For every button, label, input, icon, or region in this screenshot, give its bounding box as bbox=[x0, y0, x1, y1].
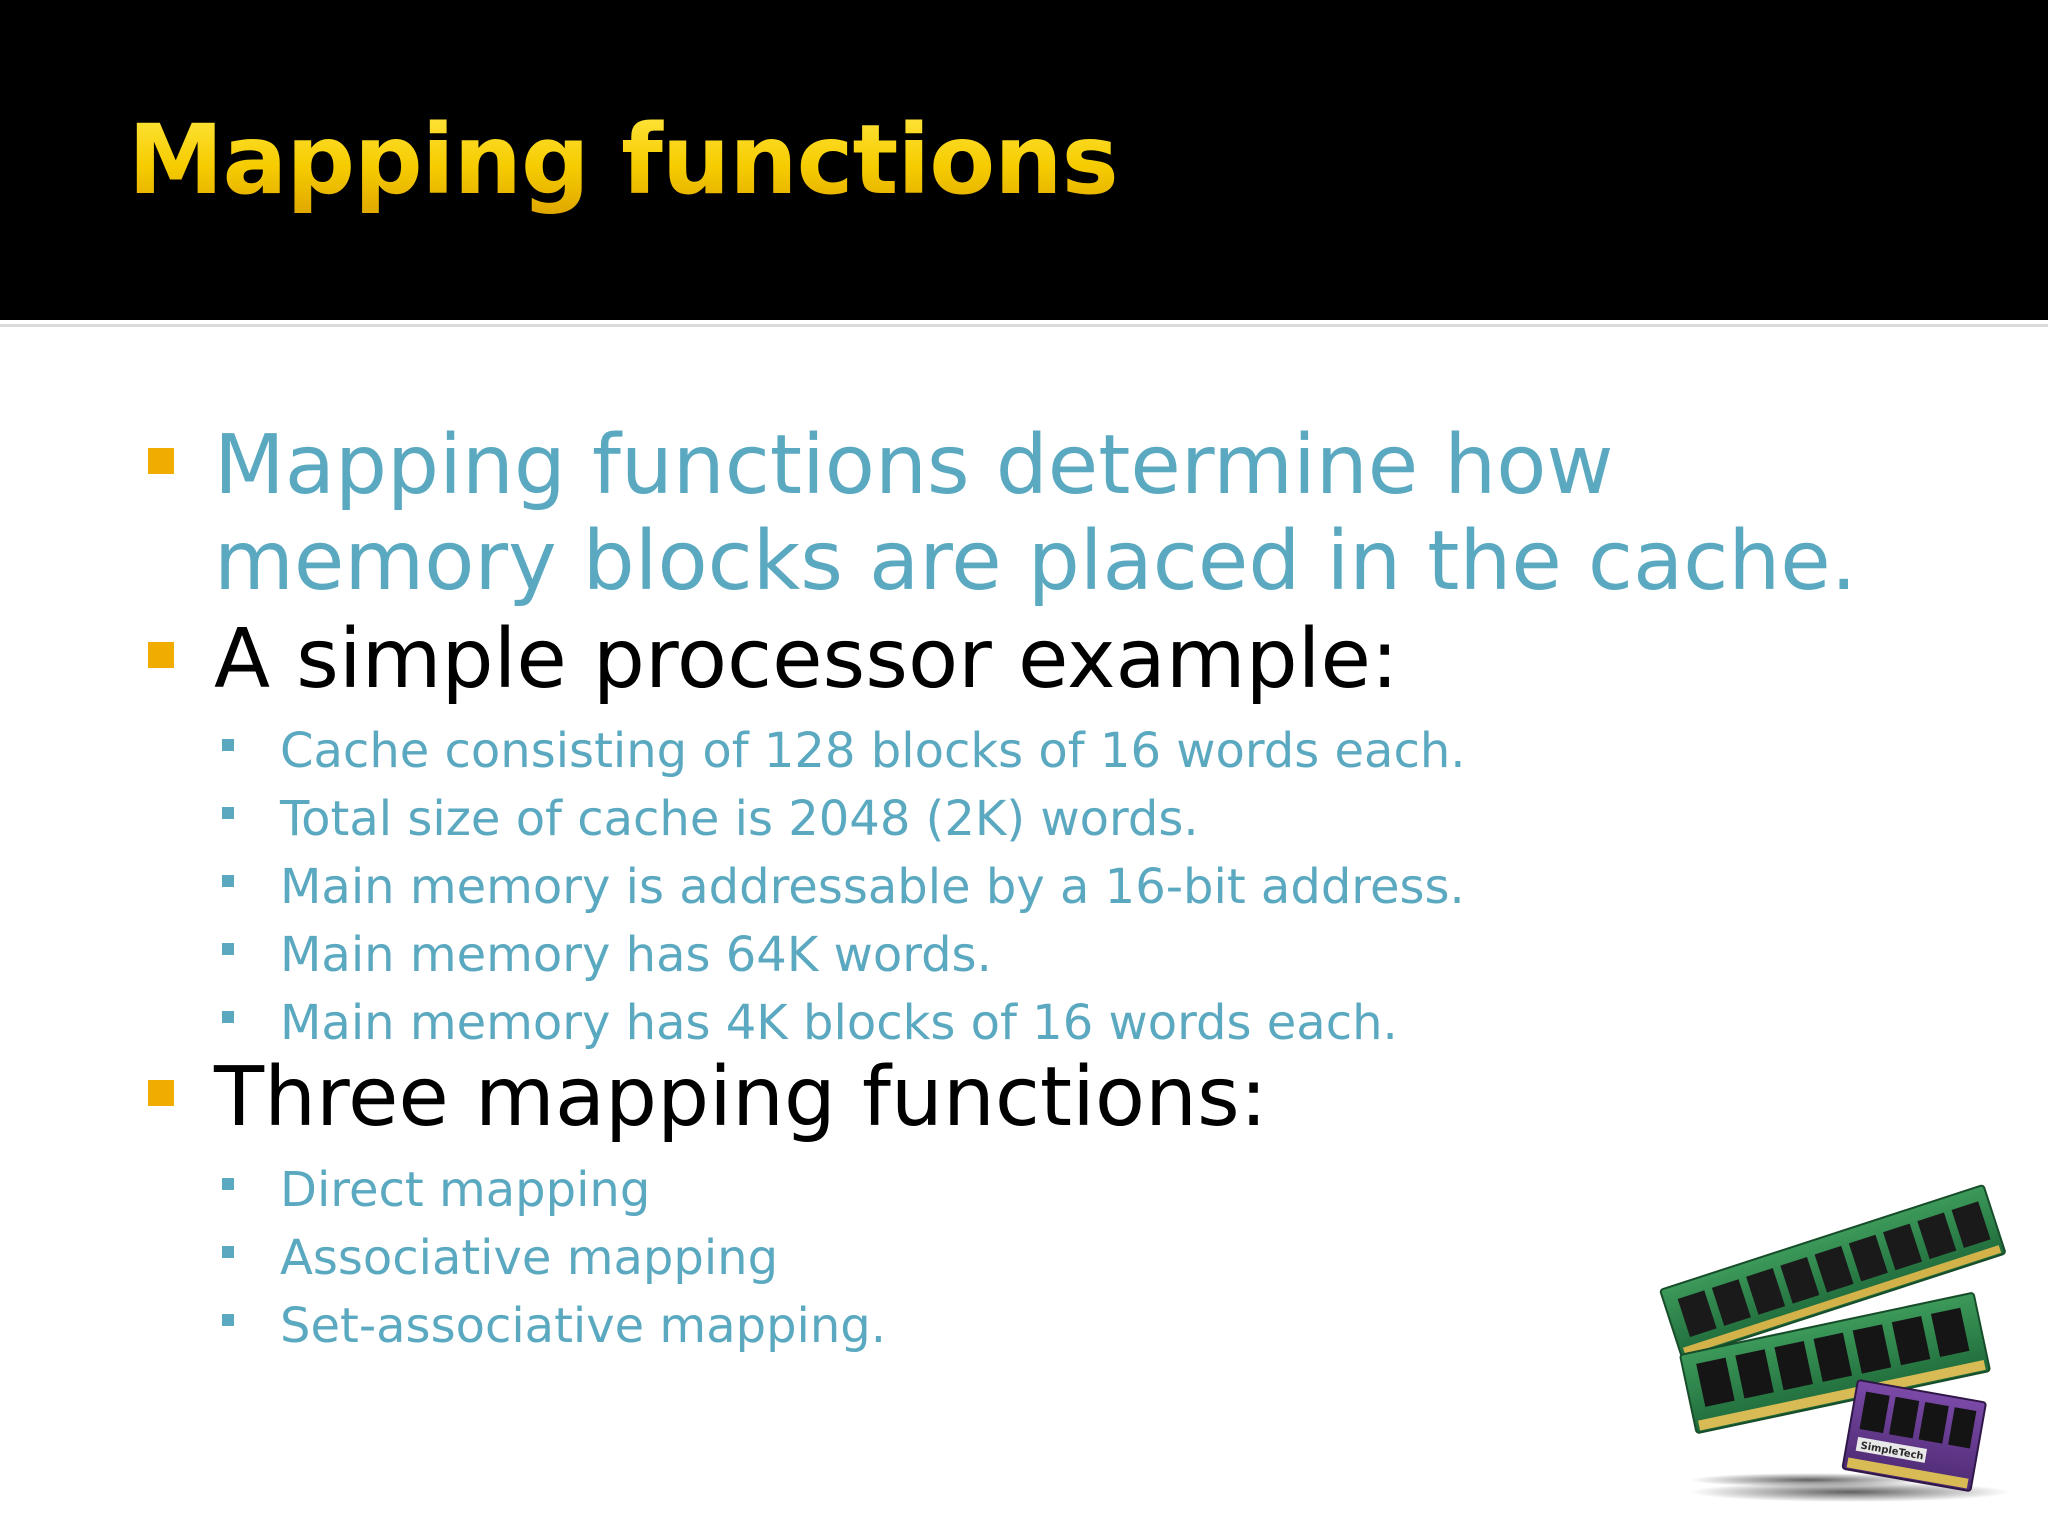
memory-modules-image: SimpleTech bbox=[1640, 1180, 2010, 1520]
bullet-2-line-1: A simple processor example: bbox=[214, 612, 1399, 707]
sub-bullet-marker bbox=[222, 1178, 234, 1190]
bullet-marker bbox=[148, 642, 174, 668]
sub-bullet-marker bbox=[222, 739, 234, 751]
sub-bullet-2-1: Cache consisting of 128 blocks of 16 wor… bbox=[280, 723, 1466, 779]
sub-bullet-2-4: Main memory has 64K words. bbox=[280, 927, 992, 983]
sub-bullet-2-5: Main memory has 4K blocks of 16 words ea… bbox=[280, 995, 1398, 1051]
sub-bullet-2-3: Main memory is addressable by a 16-bit a… bbox=[280, 859, 1465, 915]
bullet-marker bbox=[148, 448, 174, 474]
sub-bullet-marker bbox=[222, 1011, 234, 1023]
sub-bullet-marker bbox=[222, 1246, 234, 1258]
sub-bullet-marker bbox=[222, 875, 234, 887]
sub-bullet-2-2: Total size of cache is 2048 (2K) words. bbox=[280, 791, 1199, 847]
bullet-1-line-2: memory blocks are placed in the cache. bbox=[214, 514, 1857, 609]
title-bar: Mapping functions bbox=[0, 0, 2048, 320]
title-divider bbox=[0, 324, 2048, 327]
sub-bullet-marker bbox=[222, 943, 234, 955]
memory-modules-icon: SimpleTech bbox=[1659, 1184, 2010, 1502]
sub-bullet-3-3: Set-associative mapping. bbox=[280, 1298, 887, 1354]
sub-bullet-3-1: Direct mapping bbox=[280, 1162, 651, 1218]
slide-title: Mapping functions bbox=[128, 104, 1119, 216]
sub-bullet-3-2: Associative mapping bbox=[280, 1230, 779, 1286]
bullet-marker bbox=[148, 1080, 174, 1106]
sub-bullet-marker bbox=[222, 1314, 234, 1326]
bullet-1-line-1: Mapping functions determine how bbox=[214, 418, 1614, 513]
sub-bullet-marker bbox=[222, 807, 234, 819]
bullet-3-line-1: Three mapping functions: bbox=[214, 1050, 1268, 1145]
